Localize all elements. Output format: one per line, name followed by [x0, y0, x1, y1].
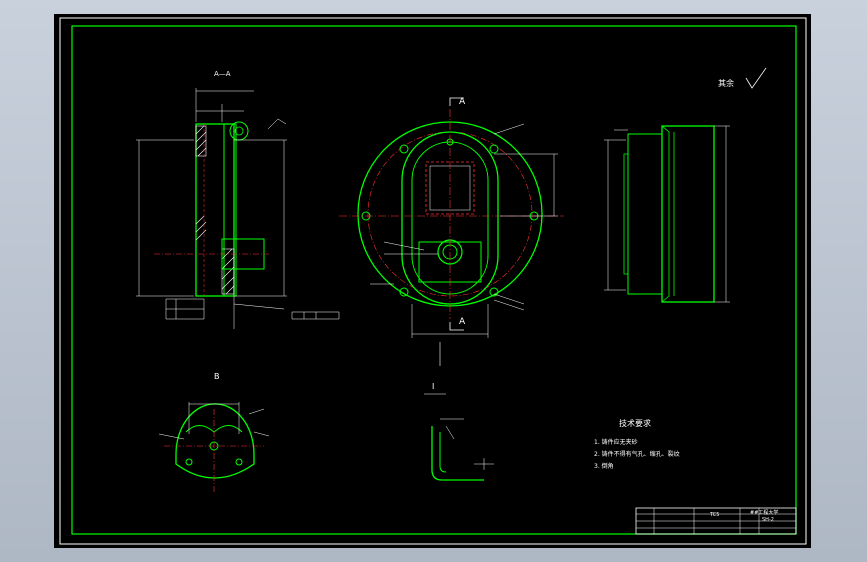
section-aa-wall-top	[195, 125, 207, 157]
main-cut-mark-top: A	[459, 97, 466, 107]
sheet-inner-border	[71, 25, 797, 535]
section-aa-tolerance-frame	[165, 298, 340, 320]
section-aa-leader	[233, 118, 287, 329]
title-block-grid	[636, 508, 796, 534]
main-cut-line	[449, 97, 464, 331]
section-aa-dims	[136, 88, 287, 297]
view-b-title: B	[214, 372, 220, 381]
main-hole-tl	[399, 144, 409, 154]
view-b-hole-left	[185, 458, 193, 466]
section-aa-hatch-top	[195, 125, 207, 157]
roughness-label: 其余	[718, 78, 734, 88]
section-aa-title: A—A	[214, 70, 231, 78]
view-b-dims	[158, 402, 270, 440]
side-flange	[627, 133, 663, 295]
view-b: B	[158, 372, 270, 494]
section-aa-boss-inner	[234, 126, 244, 136]
detail-i-title: I	[432, 382, 434, 391]
side-dims	[604, 125, 730, 303]
detail-i-profile	[431, 426, 484, 481]
title-block-company: ##工程大学	[750, 509, 778, 516]
view-b-outline	[175, 403, 255, 479]
view-b-hole-right	[235, 458, 243, 466]
section-aa-flange	[223, 123, 237, 297]
side-view	[604, 125, 730, 303]
detail-i-dims	[440, 418, 494, 470]
section-aa-outline	[195, 123, 235, 297]
section-aa-wall-bottom	[221, 248, 235, 295]
main-cut-mark-bottom: A	[459, 317, 466, 327]
tech-req-title: 技术要求	[619, 418, 651, 428]
section-aa-view: A—A	[136, 70, 340, 329]
side-steps	[623, 125, 675, 303]
roughness-symbol-icon	[745, 67, 767, 89]
main-dims	[370, 123, 558, 338]
roughness-note: 其余	[718, 67, 767, 89]
main-hole-tr	[489, 144, 499, 154]
section-aa-boss	[229, 121, 249, 141]
tech-req-item: 3. 倒角	[594, 462, 614, 470]
section-aa-hatch-bottom	[221, 248, 235, 295]
tech-req-item: 1. 铸件应无夹砂	[594, 438, 638, 446]
tech-requirements: 技术要求 1. 铸件应无夹砂 2. 铸件不得有气孔、缩孔、裂纹 3. 倒角	[594, 418, 680, 470]
detail-i: I	[424, 382, 494, 481]
main-view: A A	[339, 97, 564, 366]
title-block: TC5 ##工程大学 SH-2	[635, 507, 797, 535]
section-aa-hatch-mid	[195, 215, 207, 241]
cad-drawing: A—A	[59, 17, 807, 545]
tech-req-item: 2. 铸件不得有气孔、缩孔、裂纹	[594, 450, 680, 458]
detail-i-profile-inner	[439, 432, 447, 473]
title-block-drawing-no: SH-2	[762, 517, 774, 523]
main-hole-bl	[399, 287, 409, 297]
side-body	[661, 125, 715, 303]
sheet-outer-border	[59, 17, 807, 545]
title-block-part-name: TC5	[709, 512, 719, 518]
main-hole-br	[489, 287, 499, 297]
drawing-sheet: A—A	[54, 14, 811, 548]
